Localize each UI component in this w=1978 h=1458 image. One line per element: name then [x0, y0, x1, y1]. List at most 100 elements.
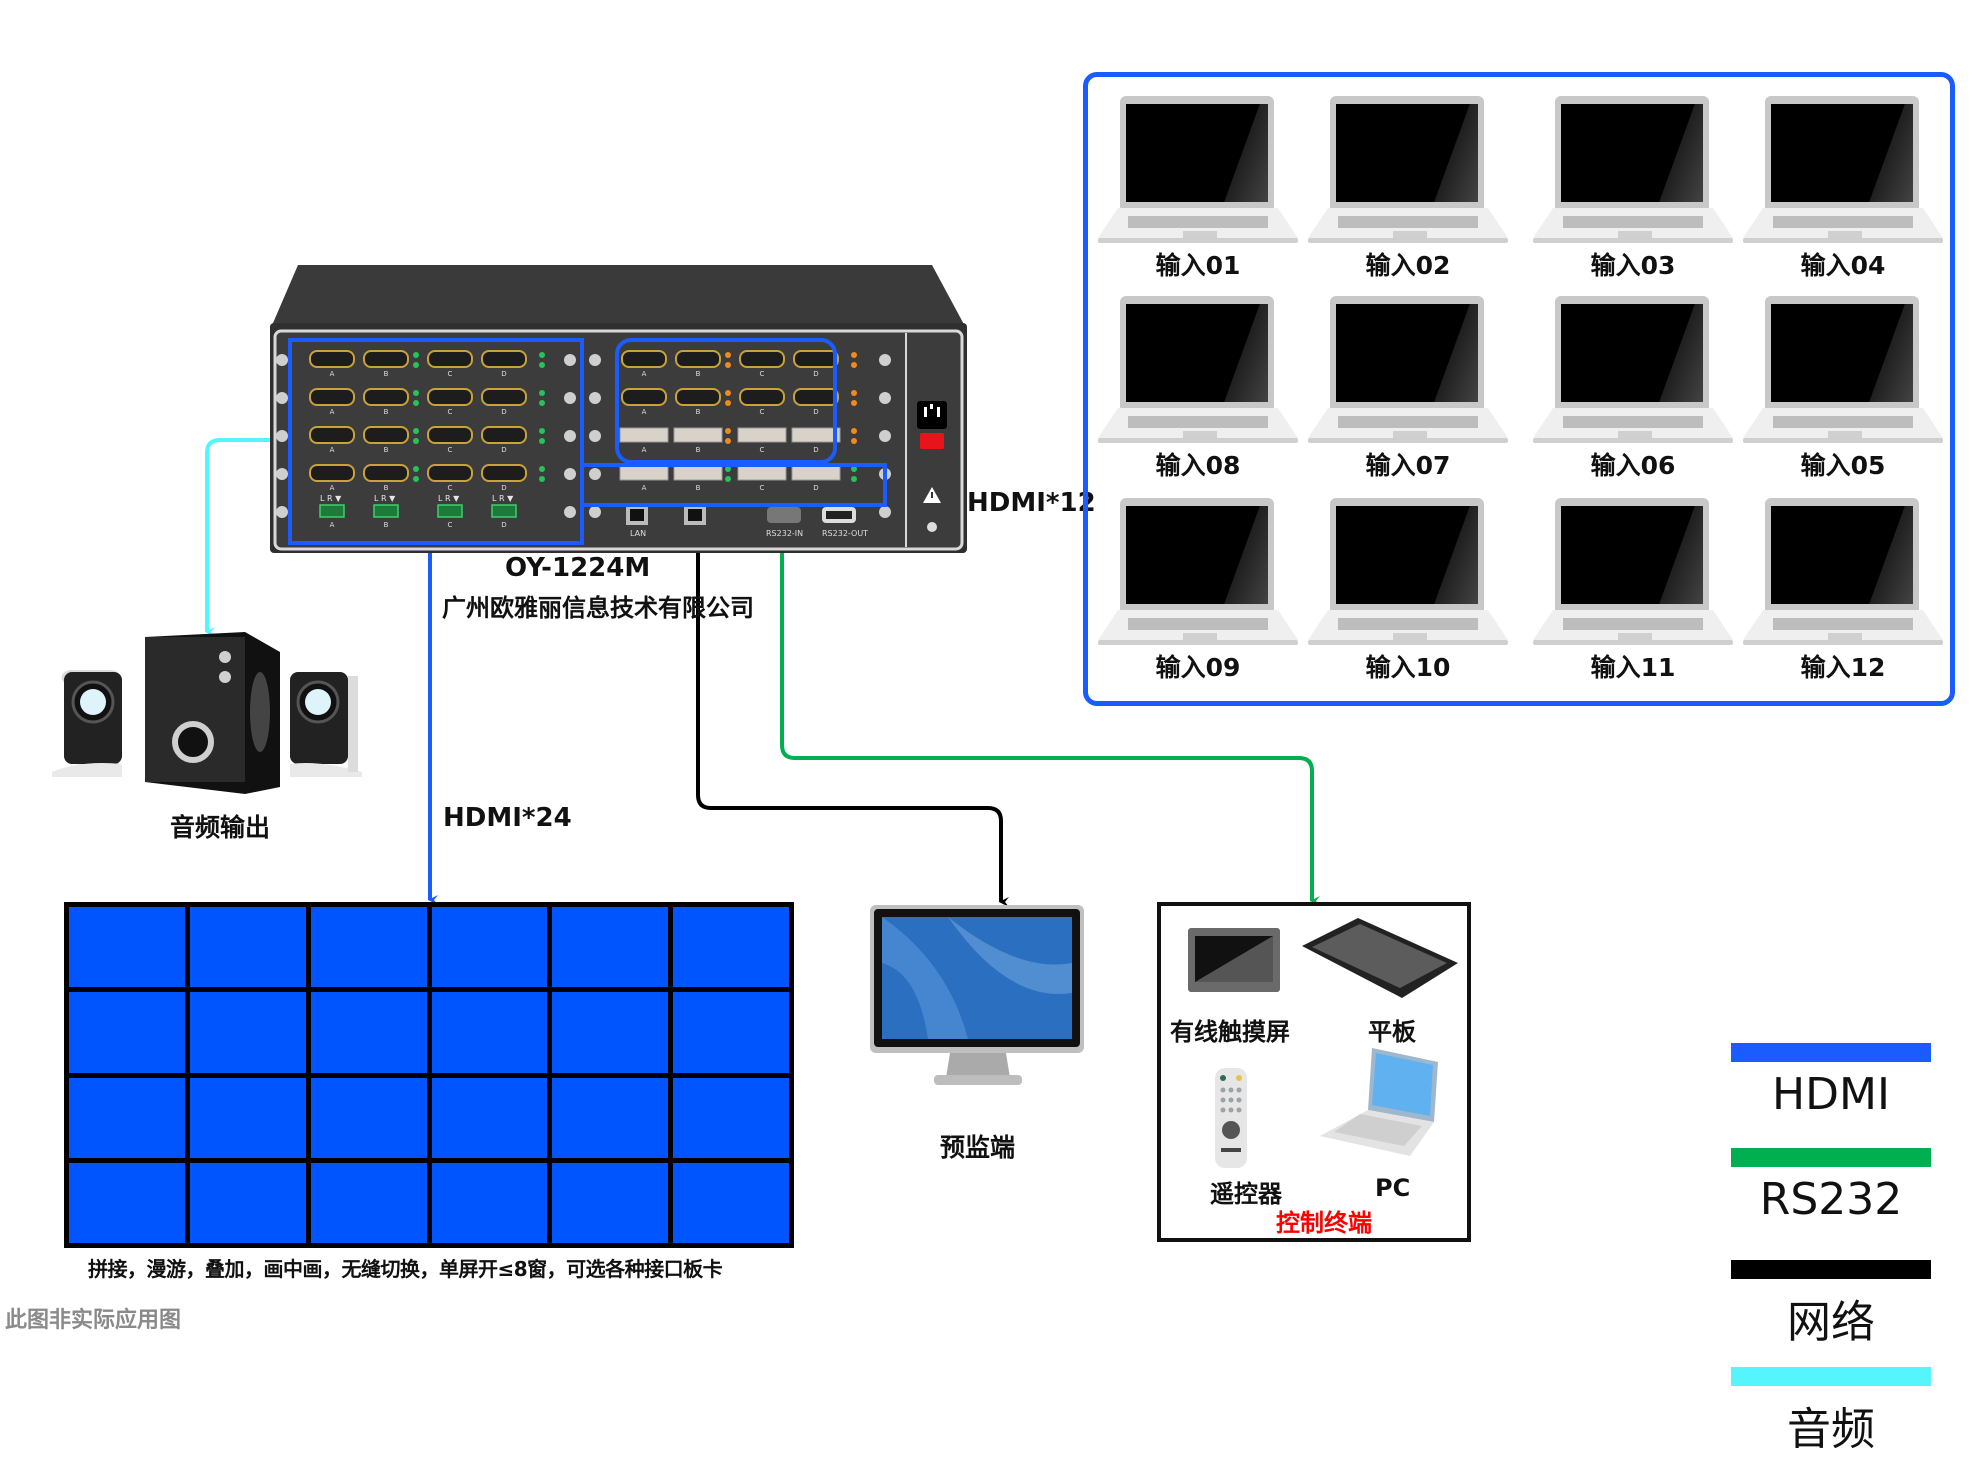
screw-icon: [879, 430, 891, 442]
input-label: 输入02: [1365, 251, 1451, 280]
rs232-out-label: RS232-OUT: [822, 529, 869, 538]
port-letter: C: [448, 521, 453, 529]
input-source-laptop: 输入06: [1533, 296, 1733, 486]
hdmi-port-icon: [427, 388, 473, 406]
led-icon: [539, 428, 545, 434]
led-icon: [851, 466, 857, 472]
video-wall-screen: [189, 907, 306, 988]
led-icon: [539, 476, 545, 482]
hdmi-port-icon: [481, 464, 527, 482]
hdmi-port-icon: [363, 388, 409, 406]
dvi-port-icon: [619, 427, 669, 443]
led-icon: [413, 428, 419, 434]
port-letter: B: [696, 484, 701, 492]
video-wall-screen: [69, 992, 185, 1073]
port-letter: B: [696, 446, 701, 454]
input-source-laptop: 输入02: [1308, 96, 1508, 286]
port-letter: A: [642, 446, 647, 454]
video-wall-screen: [431, 1077, 548, 1158]
video-wall-screen: [673, 992, 789, 1073]
screw-icon: [589, 506, 601, 518]
port-letter: C: [448, 484, 453, 492]
port-letter: C: [760, 446, 765, 454]
control-item-remote: 遥控器: [1210, 1180, 1282, 1208]
laptop-icon: [1330, 96, 1484, 208]
remote-control-icon: [1215, 1068, 1247, 1168]
led-icon: [851, 352, 857, 358]
control-item-tablet: 平板: [1368, 1018, 1416, 1046]
port-letter: A: [330, 370, 335, 378]
port-letter: A: [642, 408, 647, 416]
hdmi-port-icon: [739, 388, 785, 406]
audio-terminal-icon: [319, 504, 345, 518]
laptop-icon: [1555, 498, 1709, 610]
led-icon: [725, 390, 731, 396]
port-letter: D: [501, 370, 506, 378]
led-icon: [413, 476, 419, 482]
video-wall-screen: [189, 1162, 306, 1243]
led-icon: [851, 476, 857, 482]
audio-terminal-icon: [437, 504, 463, 518]
laptop-icon: [1765, 498, 1919, 610]
input-label: 输入06: [1590, 451, 1676, 480]
port-letter: C: [448, 370, 453, 378]
audio-line: [205, 438, 288, 637]
tablet-icon: [1302, 918, 1458, 998]
led-icon: [725, 352, 731, 358]
input-source-laptop: 输入10: [1308, 498, 1508, 688]
led-icon: [725, 400, 731, 406]
input-source-laptop: 输入04: [1743, 96, 1943, 286]
screw-icon: [879, 506, 891, 518]
video-wall-screen: [673, 1077, 789, 1158]
port-letter: D: [813, 484, 818, 492]
screw-icon: [564, 392, 576, 404]
input-label: 输入01: [1155, 251, 1241, 280]
led-icon: [413, 352, 419, 358]
led-icon: [539, 352, 545, 358]
led-icon: [725, 438, 731, 444]
screw-icon: [589, 354, 601, 366]
port-letter: B: [384, 446, 389, 454]
screw-icon: [276, 506, 288, 518]
video-wall-screen: [310, 907, 427, 988]
hdmi-port-icon: [481, 350, 527, 368]
wired-touchscreen-icon: [1188, 928, 1280, 992]
port-letter: D: [501, 484, 506, 492]
hdmi-port-icon: [309, 426, 355, 444]
video-wall-screen: [310, 1077, 427, 1158]
screw-icon: [276, 468, 288, 480]
laptop-icon: [1120, 498, 1274, 610]
screw-icon: [564, 468, 576, 480]
hdmi-input-group-outline: [615, 338, 837, 464]
led-icon: [539, 362, 545, 368]
ground-icon: [927, 522, 937, 532]
audio-pin-labels-c: L R ▼: [438, 494, 460, 503]
port-letter: C: [448, 408, 453, 416]
led-icon: [413, 438, 419, 444]
video-wall-screen: [552, 1162, 669, 1243]
input-source-laptop: 输入05: [1743, 296, 1943, 486]
hdmi-port-icon: [675, 350, 721, 368]
led-icon: [413, 400, 419, 406]
led-icon: [413, 466, 419, 472]
legend-label: 音频: [1787, 1404, 1875, 1455]
lan-label: LAN: [630, 529, 647, 538]
speaker-set-icon: [52, 632, 362, 794]
legend-label: 网络: [1787, 1297, 1875, 1348]
audio-pin-labels-a: L R ▼: [320, 494, 342, 503]
input-sources-panel: [1083, 72, 1955, 706]
led-icon: [539, 400, 545, 406]
audio-pin-labels-d: L R ▼: [492, 494, 514, 503]
disclaimer: 此图非实际应用图: [5, 1308, 182, 1333]
audio-output-label: 音频输出: [170, 813, 271, 842]
port-letter: D: [501, 521, 506, 529]
preview-monitor-icon: [870, 905, 1084, 1085]
device-model: OY-1224M: [505, 553, 651, 583]
input-label: 输入11: [1590, 653, 1676, 682]
port-letter: D: [501, 446, 506, 454]
input-label: 输入05: [1800, 451, 1886, 480]
led-icon: [725, 362, 731, 368]
laptop-icon: [1765, 96, 1919, 208]
screw-icon: [564, 430, 576, 442]
